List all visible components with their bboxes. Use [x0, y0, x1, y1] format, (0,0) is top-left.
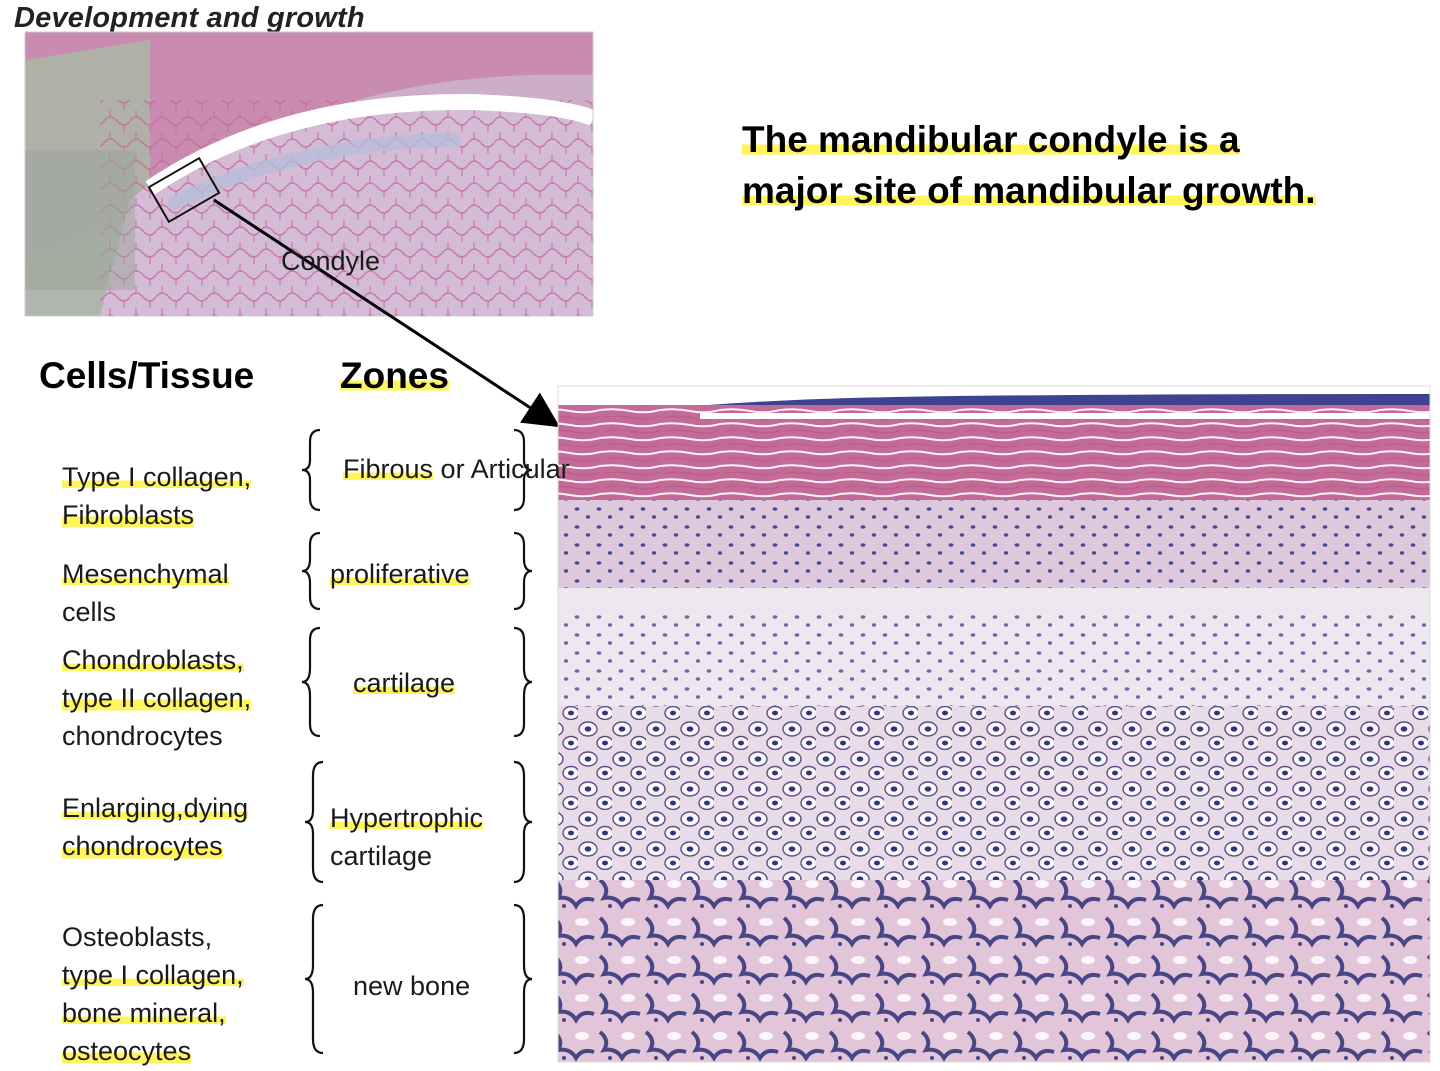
row-fibrous-zone: Fibrous or Articular	[343, 450, 570, 488]
cell-line: type I collagen,	[62, 960, 244, 990]
cell-line: Enlarging,dying	[62, 793, 249, 823]
cell-line: chondrocytes	[62, 831, 223, 861]
headline-line-1: The mandibular condyle is a	[742, 119, 1240, 160]
zone-articular: or Articular	[440, 454, 570, 484]
cell-line: Osteoblasts,	[62, 922, 213, 952]
row-cartilage-zone: cartilage	[353, 668, 456, 698]
row-proliferative-zone: proliferative	[330, 559, 470, 589]
row-newbone-cells: Osteoblasts, type I collagen, bone miner…	[62, 918, 244, 1070]
zone-line: cartilage	[330, 841, 433, 871]
thumbnail-image	[25, 32, 593, 316]
micrograph-image	[558, 386, 1430, 1062]
cell-line: osteocytes	[62, 1036, 192, 1066]
cell-line: Type I collagen,	[62, 462, 252, 492]
condyle-label: Condyle	[281, 246, 381, 276]
slide-headline: The mandibular condyle is a major site o…	[742, 114, 1316, 216]
row-hypertrophic-zone: Hypertrophic cartilage	[330, 799, 484, 875]
slide-header: Development and growth	[14, 2, 365, 34]
left-braces	[301, 428, 324, 1055]
headline-line-2: major site of mandibular growth.	[742, 170, 1316, 211]
cell-line: Mesenchymal	[62, 559, 229, 589]
row-fibrous-cells: Type I collagen, Fibroblasts	[62, 458, 252, 534]
cell-line: bone mineral,	[62, 998, 226, 1028]
row-proliferative-cells: Mesenchymal cells	[62, 555, 229, 631]
zone-fibrous: Fibrous	[343, 454, 434, 484]
row-hypertrophic-cells: Enlarging,dying chondrocytes	[62, 789, 249, 865]
cell-line: Chondroblasts,	[62, 645, 244, 675]
cell-line: type II collagen,	[62, 683, 252, 713]
zoom-arrow	[213, 198, 561, 428]
cell-line: chondrocytes	[62, 721, 223, 751]
zone-line: Hypertrophic	[330, 803, 484, 833]
right-braces	[513, 428, 533, 1055]
cell-line: cells	[62, 597, 117, 627]
row-newbone-zone: new bone	[353, 971, 471, 1001]
zones-heading: Zones	[340, 355, 449, 396]
row-cartilage-cells: Chondroblasts, type II collagen, chondro…	[62, 641, 252, 755]
cells-tissue-heading: Cells/Tissue	[39, 355, 255, 396]
cell-line: Fibroblasts	[62, 500, 195, 530]
zoom-box	[147, 156, 221, 224]
